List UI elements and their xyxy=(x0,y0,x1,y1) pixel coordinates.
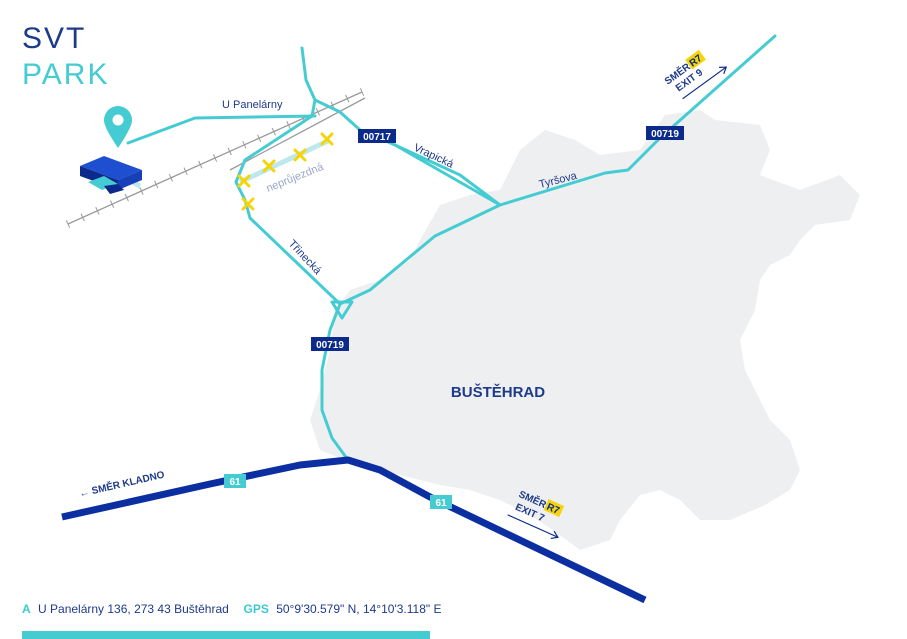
crossing-mark xyxy=(262,159,276,173)
crossing-mark xyxy=(237,174,251,188)
footer-accent-bar xyxy=(22,631,430,639)
road-vrapicka xyxy=(338,110,502,207)
road-north-spur xyxy=(300,46,342,114)
road-roundabout xyxy=(330,300,354,320)
railway-tick xyxy=(227,147,232,156)
railway-tick xyxy=(359,88,365,96)
road-00719-main xyxy=(338,203,502,306)
road-00719-south xyxy=(320,302,350,462)
railway-tick xyxy=(345,94,350,103)
railway-tick xyxy=(286,121,291,129)
svg-text:00719: 00719 xyxy=(316,340,344,351)
svg-text:61: 61 xyxy=(435,498,447,509)
railway-tick xyxy=(242,140,247,149)
railway-tick xyxy=(80,213,85,222)
badge-00719-east: 00719 xyxy=(646,126,684,140)
railway-tick xyxy=(168,173,173,182)
railway-tick xyxy=(65,220,71,228)
railway-tick xyxy=(139,187,144,195)
road-u-panelarny xyxy=(126,114,317,145)
railway-tick xyxy=(315,107,320,116)
label-u-panelarny: U Panelárny xyxy=(222,99,283,111)
svg-text:00717: 00717 xyxy=(363,132,391,143)
address-footer: A U Panelárny 136, 273 43 Buštěhrad GPS … xyxy=(22,602,441,616)
railway-tick xyxy=(183,167,188,176)
svt-park-logo: SVT PARK xyxy=(22,22,109,91)
gps-text: 50°9'30.579" N, 14°10'3.118" E xyxy=(276,602,442,616)
railway-tick xyxy=(271,127,276,136)
railway-tick xyxy=(154,180,159,189)
railway-tick xyxy=(95,206,100,215)
railway-tick xyxy=(257,134,262,143)
building-icon xyxy=(80,156,142,194)
direction-exit9: SMĚR R7 EXIT 9 xyxy=(662,49,728,100)
svg-text:R7: R7 xyxy=(545,502,562,517)
town-area-west xyxy=(325,250,640,500)
badge-61-west: 61 xyxy=(224,474,246,488)
city-label: BUŠTĚHRAD xyxy=(451,383,545,401)
crossing-mark xyxy=(320,132,334,146)
road-loop xyxy=(234,98,342,306)
railway-tick xyxy=(124,193,129,202)
crossing-mark xyxy=(293,148,307,162)
badge-00717: 00717 xyxy=(358,129,396,143)
railway-tick xyxy=(212,154,218,162)
svg-text:00719: 00719 xyxy=(651,129,679,140)
railway-line-2 xyxy=(229,97,366,171)
railway-tick xyxy=(110,200,115,209)
location-pin-icon xyxy=(104,106,132,148)
crossing-mark xyxy=(241,197,255,211)
railway-tick xyxy=(198,160,203,169)
svg-text:SVT: SVT xyxy=(22,22,86,55)
railway-crossings xyxy=(237,132,334,211)
railway-ticks xyxy=(65,88,365,228)
badge-00719-south: 00719 xyxy=(311,337,349,351)
badge-61-east: 61 xyxy=(430,495,452,509)
gps-key: GPS xyxy=(243,602,269,616)
address-key: A xyxy=(22,602,31,616)
svg-text:61: 61 xyxy=(229,477,241,488)
svg-text:PARK: PARK xyxy=(22,58,109,91)
address-text: U Panelárny 136, 273 43 Buštěhrad xyxy=(38,602,229,616)
